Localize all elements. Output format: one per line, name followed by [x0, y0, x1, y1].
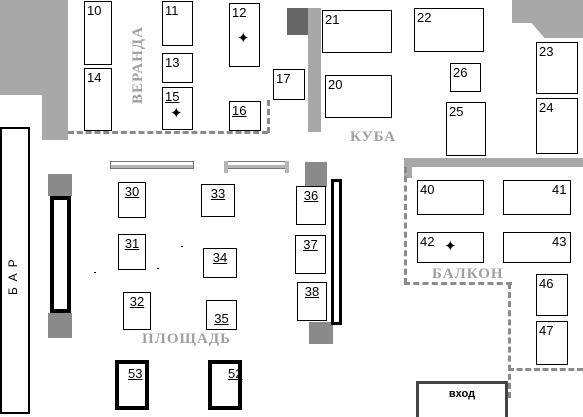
- balkon-boundary-right: [508, 283, 511, 398]
- table-12-marker-icon: ✦: [237, 30, 250, 47]
- table-26[interactable]: 26: [450, 63, 481, 92]
- table-12[interactable]: 12: [229, 3, 260, 67]
- table-52[interactable]: 52: [208, 360, 242, 410]
- post-right-top: [305, 162, 327, 187]
- tick-mark-1: [181, 246, 183, 247]
- table-47[interactable]: 47: [536, 321, 568, 365]
- post-left-bottom: [48, 313, 72, 338]
- veranda-boundary-right: [267, 100, 270, 133]
- table-53[interactable]: 53: [115, 360, 149, 410]
- table-24[interactable]: 24: [536, 98, 578, 154]
- table-10[interactable]: 10: [84, 1, 112, 65]
- bar-block: [0, 127, 30, 414]
- table-14[interactable]: 14: [84, 68, 112, 131]
- table-25[interactable]: 25: [446, 102, 486, 156]
- rail-left: [110, 161, 194, 169]
- table-33[interactable]: 33: [201, 184, 235, 217]
- table-38[interactable]: 38: [297, 282, 327, 321]
- table-31[interactable]: 31: [118, 234, 146, 270]
- balkon-boundary-bottom-right: [508, 368, 583, 371]
- zone-balkon: БАЛКОН: [432, 266, 504, 282]
- kuba-pillar: [287, 8, 308, 35]
- rail-middle: [224, 161, 289, 169]
- rail-middle-end-right: [285, 161, 289, 173]
- bottom-left-strip: [42, 132, 68, 140]
- table-46[interactable]: 46: [536, 274, 568, 316]
- bar-label: БАР: [6, 253, 20, 295]
- zone-kuba: КУБА: [350, 129, 397, 145]
- table-22[interactable]: 22: [414, 8, 484, 52]
- zone-veranda: ВЕРАНДА: [130, 26, 146, 104]
- rail-middle-end: [224, 161, 228, 173]
- table-41[interactable]: 41: [503, 180, 571, 215]
- table-35[interactable]: 35: [206, 300, 237, 330]
- balkon-boundary-bottom: [404, 282, 512, 285]
- table-20[interactable]: 20: [325, 75, 392, 118]
- table-40[interactable]: 40: [417, 180, 484, 215]
- bar-counter-left: [50, 196, 71, 313]
- tick-mark-2: [94, 272, 96, 273]
- table-21[interactable]: 21: [322, 10, 392, 53]
- zone-ploshchad: ПЛОЩАДЬ: [142, 331, 232, 347]
- table-42-marker-icon: ✦: [444, 238, 457, 255]
- tick-mark-3: [157, 268, 159, 269]
- veranda-boundary-bottom: [68, 131, 268, 134]
- balkon-top-wall: [404, 158, 583, 167]
- table-17[interactable]: 17: [273, 69, 305, 100]
- bar-counter-right: [331, 179, 342, 325]
- balkon-boundary-left: [404, 167, 407, 284]
- table-42[interactable]: 42: [417, 232, 484, 263]
- table-15-marker-icon: ✦: [170, 105, 183, 122]
- entrance-door[interactable]: вход: [416, 381, 508, 417]
- table-34[interactable]: 34: [203, 248, 237, 278]
- left-wall-lower: [42, 95, 68, 132]
- table-36[interactable]: 36: [296, 186, 326, 225]
- table-32[interactable]: 32: [123, 292, 151, 330]
- table-43[interactable]: 43: [503, 232, 571, 263]
- table-23[interactable]: 23: [536, 42, 578, 94]
- left-wall-block: [0, 0, 52, 95]
- balkon-left-post: [404, 158, 412, 178]
- table-16[interactable]: 16: [229, 101, 261, 131]
- table-13[interactable]: 13: [162, 53, 193, 83]
- top-right-wall-side: [528, 0, 583, 38]
- table-37[interactable]: 37: [295, 235, 326, 274]
- entrance-label: вход: [448, 388, 476, 400]
- kuba-divider-wall: [308, 8, 321, 132]
- post-right-bottom: [309, 322, 333, 344]
- table-15[interactable]: 15: [162, 87, 193, 130]
- post-left-top: [48, 174, 72, 196]
- table-11[interactable]: 11: [162, 1, 193, 46]
- table-30[interactable]: 30: [118, 182, 146, 218]
